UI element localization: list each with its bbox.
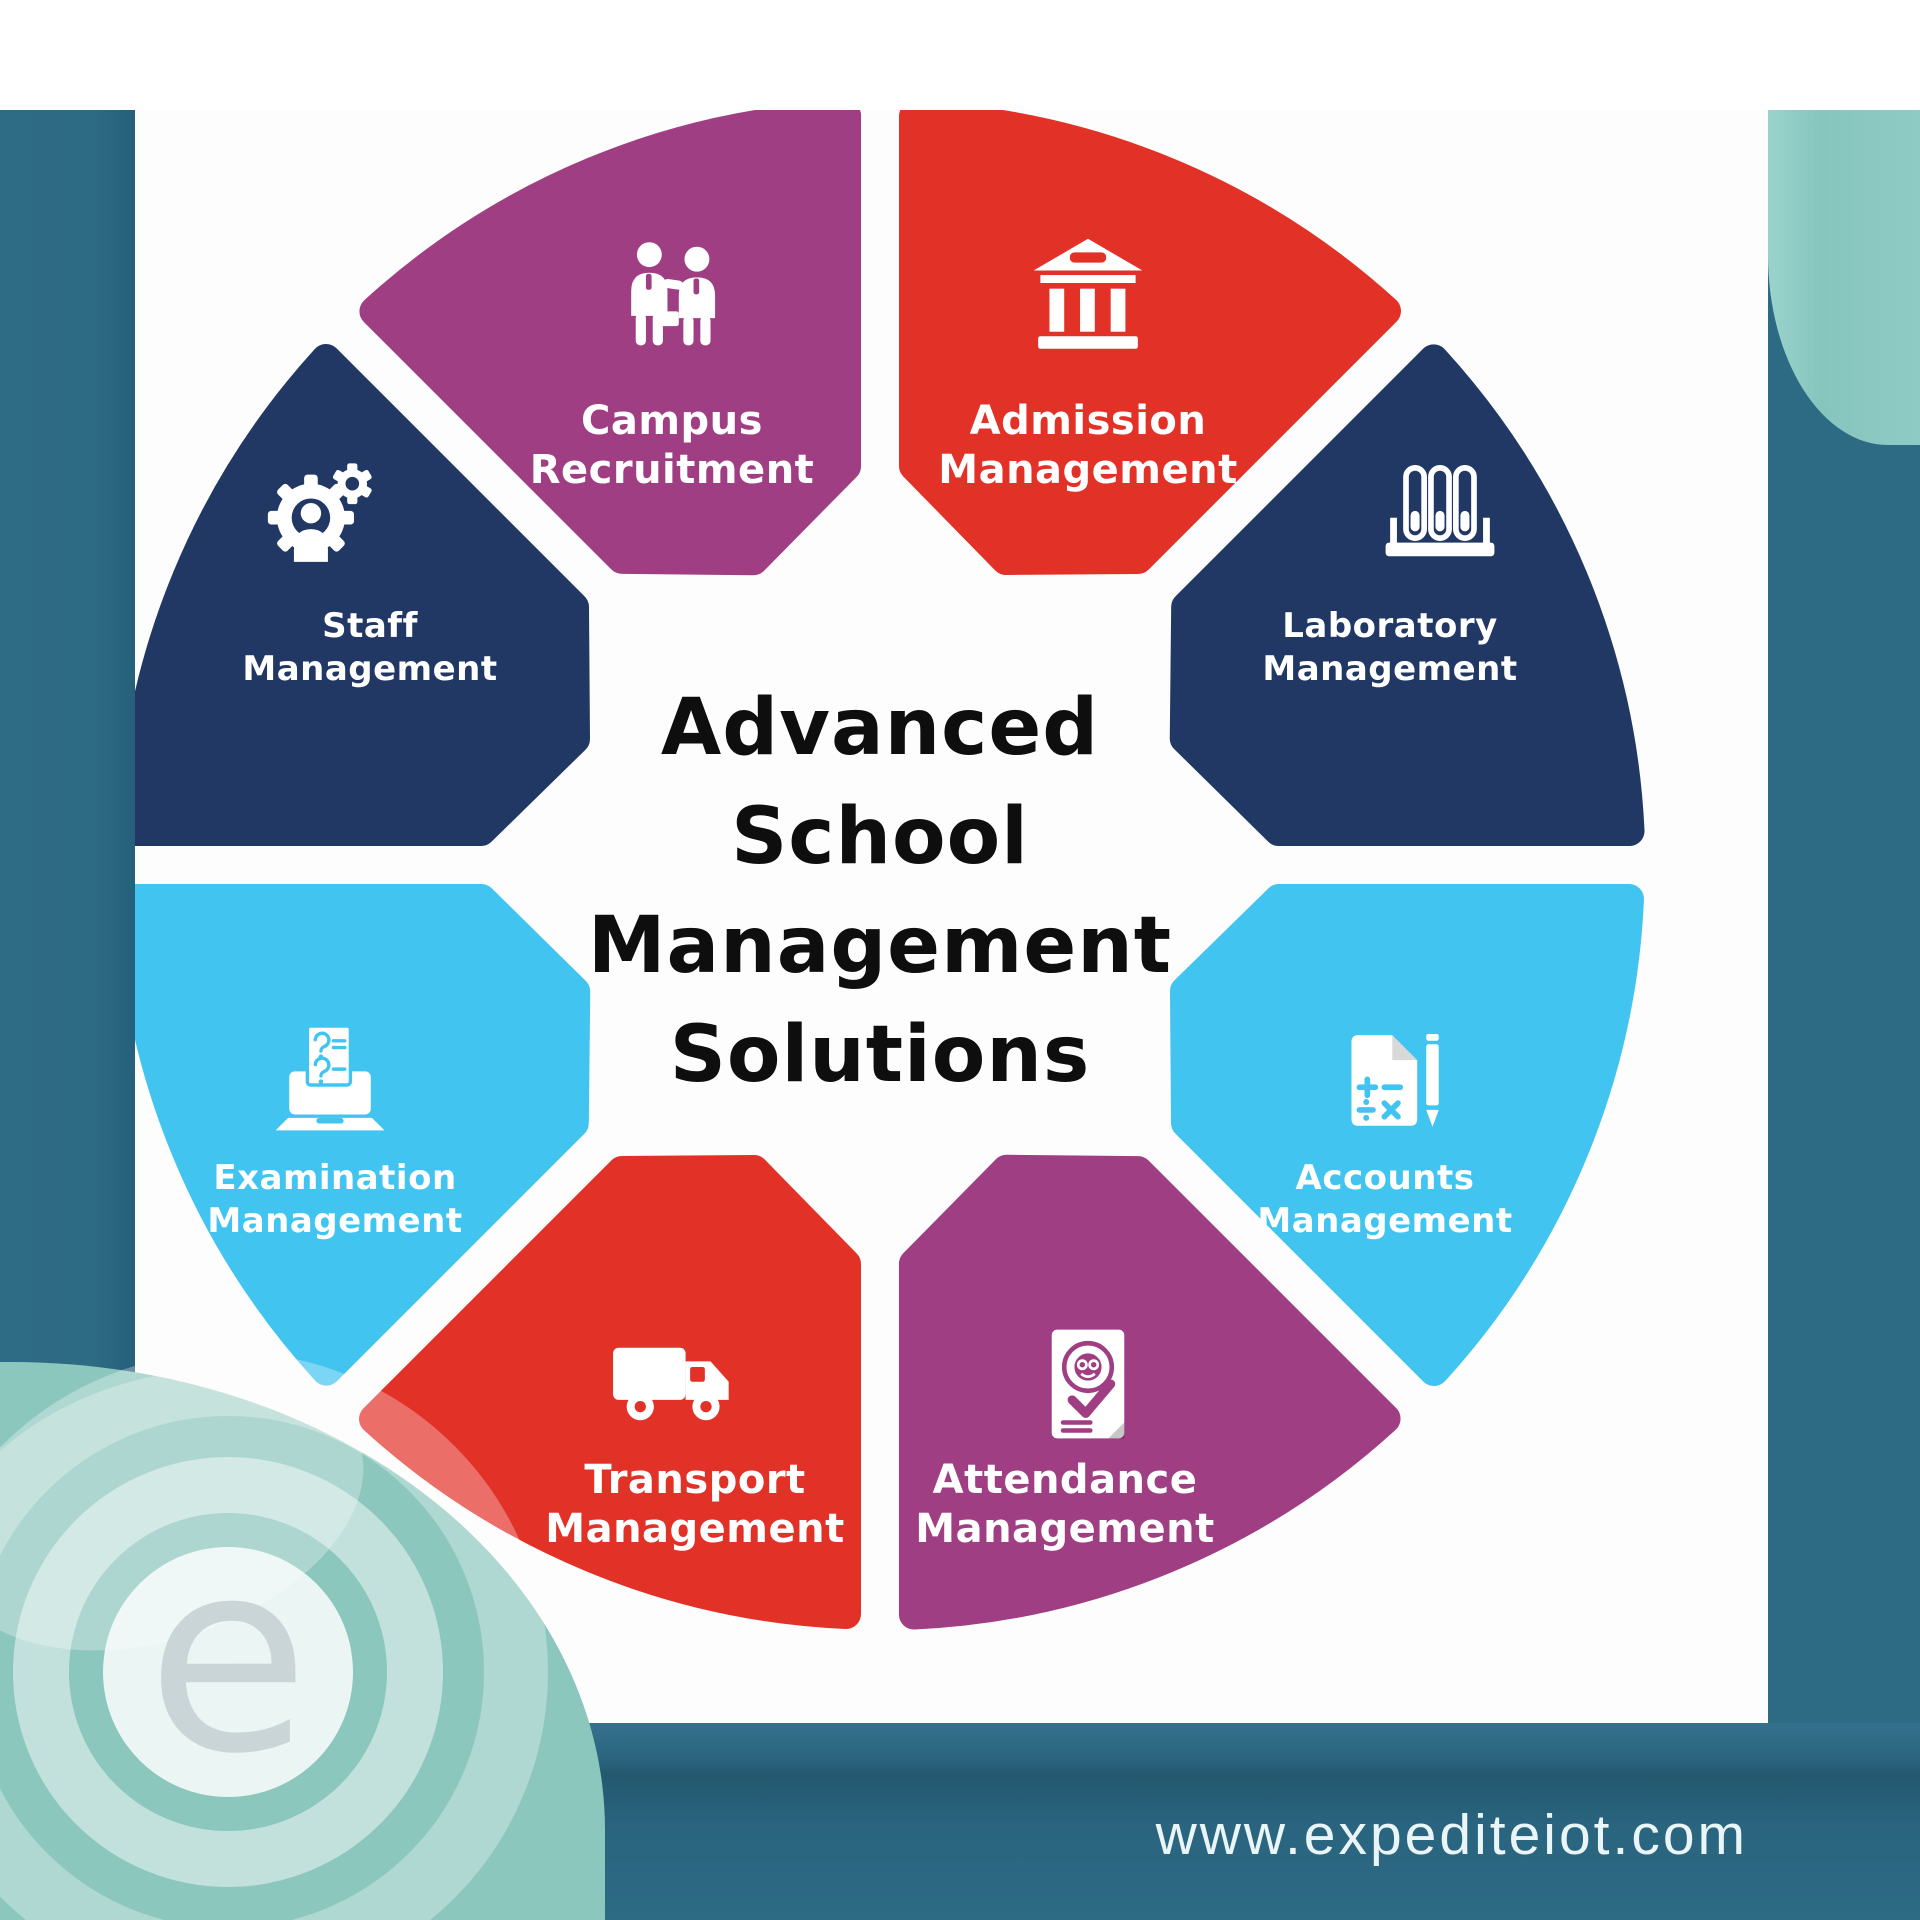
website-url: www.expediteiot.com bbox=[1155, 1803, 1748, 1867]
label-line: Staff bbox=[322, 606, 418, 646]
segment-staff-management bbox=[135, 344, 590, 846]
wheel-hub bbox=[700, 1401, 712, 1413]
title-line-4: Solutions bbox=[669, 1010, 1091, 1100]
segment-attendance-management bbox=[898, 1154, 1401, 1630]
label-admission-management: Admission Management bbox=[923, 397, 1253, 495]
attendance-sheet-icon bbox=[1051, 1329, 1125, 1439]
question-marks bbox=[313, 1031, 347, 1078]
segment-accounts-management bbox=[1170, 884, 1644, 1386]
segment-laboratory-management bbox=[1169, 344, 1645, 847]
label-line: Recruitment bbox=[529, 447, 815, 493]
title-line-1: Advanced bbox=[660, 683, 1100, 773]
question-dot bbox=[318, 1079, 324, 1084]
label-line: Examination bbox=[213, 1158, 457, 1198]
label-line: Management bbox=[545, 1506, 845, 1552]
label-line: Laboratory bbox=[1282, 606, 1498, 646]
label-transport-management: Transport Management bbox=[530, 1456, 860, 1554]
label-line: Management bbox=[915, 1506, 1215, 1552]
tie-detail bbox=[693, 278, 700, 295]
gear-hole bbox=[345, 476, 360, 491]
laptop-notch bbox=[316, 1117, 344, 1124]
question-paper bbox=[305, 1024, 353, 1087]
title-line-3: Management bbox=[587, 901, 1173, 991]
title-line-2: School bbox=[731, 792, 1029, 882]
label-line: Management bbox=[242, 649, 498, 689]
segment-admission-management bbox=[899, 110, 1401, 575]
watermark-letter: e bbox=[146, 1504, 310, 1812]
calculator-document-icon bbox=[1351, 1034, 1439, 1127]
bank-building-icon bbox=[1033, 238, 1143, 349]
label-line: Accounts bbox=[1295, 1158, 1475, 1198]
watermark-e-logo: e bbox=[103, 1504, 353, 1812]
exam-laptop-icon bbox=[275, 1024, 385, 1131]
question-dot bbox=[318, 1054, 324, 1059]
label-line: Management bbox=[1257, 1201, 1513, 1241]
label-line: Attendance bbox=[932, 1457, 1198, 1503]
text-line bbox=[1060, 1428, 1093, 1433]
segment-campus-recruitment bbox=[359, 110, 862, 576]
truck-icon bbox=[613, 1347, 729, 1421]
pediment-slot bbox=[1069, 252, 1107, 263]
divide-dot bbox=[1363, 1114, 1370, 1121]
recruitment-people-icon bbox=[631, 242, 716, 346]
label-staff-management: Staff Management bbox=[225, 605, 515, 691]
segment-examination-management bbox=[135, 883, 591, 1386]
wheel-center-title: Advanced School Management Solutions bbox=[530, 674, 1230, 1110]
person-gears-icon bbox=[267, 463, 372, 562]
math-symbols bbox=[1356, 1076, 1404, 1120]
label-examination-management: Examination Management bbox=[190, 1157, 480, 1243]
label-line: Campus bbox=[581, 398, 763, 444]
wheel-hub bbox=[634, 1401, 646, 1413]
label-line: Management bbox=[1262, 649, 1518, 689]
label-laboratory-management: Laboratory Management bbox=[1245, 605, 1535, 691]
label-accounts-management: Accounts Management bbox=[1240, 1157, 1530, 1243]
text-line bbox=[1060, 1420, 1093, 1425]
label-line: Management bbox=[938, 447, 1238, 493]
tie-detail bbox=[645, 273, 652, 290]
label-line: Transport bbox=[584, 1457, 806, 1503]
label-attendance-management: Attendance Management bbox=[900, 1456, 1230, 1554]
test-tubes-icon bbox=[1385, 465, 1495, 557]
check-mark bbox=[1067, 1379, 1116, 1418]
face-ring bbox=[1061, 1340, 1115, 1394]
label-campus-recruitment: Campus Recruitment bbox=[507, 397, 837, 495]
truck-window bbox=[690, 1367, 705, 1382]
divide-dot bbox=[1363, 1099, 1370, 1105]
label-line: Management bbox=[207, 1201, 463, 1241]
label-line: Admission bbox=[969, 398, 1207, 444]
